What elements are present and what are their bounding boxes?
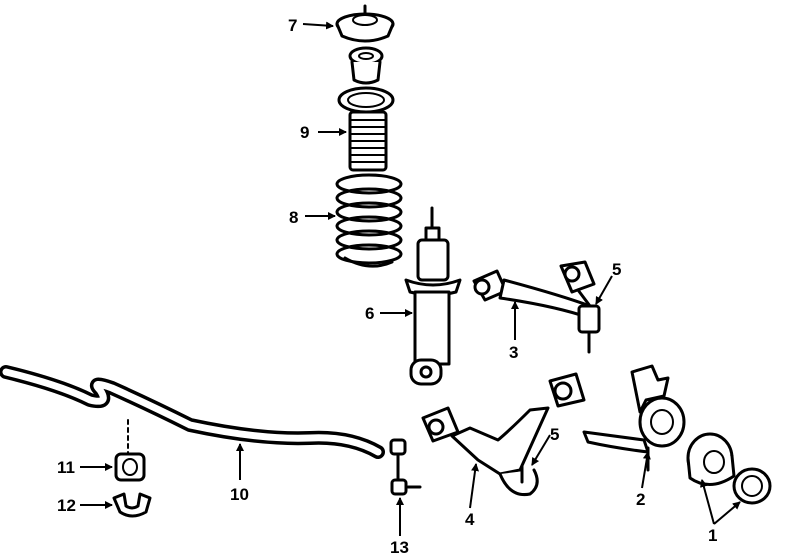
- callout-6: 6: [365, 304, 374, 323]
- stabilizer-bushing: [114, 452, 146, 482]
- callout-12: 12: [57, 496, 76, 515]
- callout-4: 4: [465, 510, 475, 529]
- callout-8: 8: [289, 208, 298, 227]
- lower-control-arm: [421, 372, 586, 497]
- leader-lines: [80, 21, 741, 536]
- callout-10: 10: [230, 485, 249, 504]
- callout-2: 2: [636, 490, 645, 509]
- bump-stop: [348, 46, 384, 85]
- callout-11: 11: [57, 458, 75, 477]
- callout-labels: 7 9 8 6 3 5 5 4 2 1 10 11 12 13: [57, 16, 717, 557]
- shock-absorber: [404, 206, 462, 386]
- callout-1: 1: [708, 526, 717, 545]
- steering-knuckle: [582, 364, 686, 472]
- bushing-bracket: [112, 492, 152, 518]
- callout-5-upper: 5: [612, 260, 621, 279]
- callout-13: 13: [390, 538, 409, 557]
- dust-boot: [337, 86, 395, 172]
- upper-control-arm: [472, 260, 601, 354]
- strut-mount: [335, 4, 395, 43]
- callout-5-lower: 5: [550, 425, 559, 444]
- stabilizer-bar: [0, 365, 385, 459]
- callout-9: 9: [300, 123, 309, 142]
- callout-3: 3: [509, 343, 518, 362]
- stabilizer-link: [389, 438, 422, 496]
- callout-7: 7: [288, 16, 297, 35]
- hub-bearing: [686, 432, 772, 505]
- coil-spring: [335, 173, 403, 268]
